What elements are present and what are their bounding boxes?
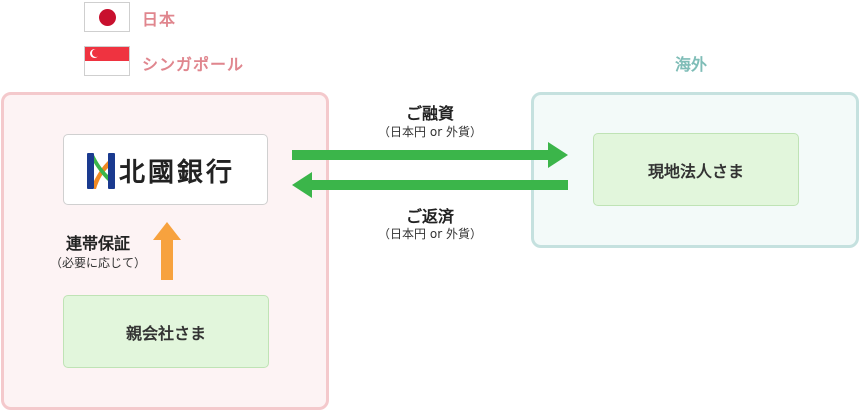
guarantee-note: （必要に応じて）: [49, 256, 146, 270]
subsidiary-label: 現地法人さま: [647, 161, 744, 181]
guarantee-arrow-icon: [153, 222, 181, 280]
guarantee-label: 連帯保証: [65, 234, 130, 253]
bank-box: 北國銀行: [63, 134, 268, 205]
singapore-flag-icon: [84, 46, 130, 76]
bank-logo-icon: [87, 153, 115, 189]
loan-label: ご融資: [405, 104, 454, 123]
bank-name: 北國銀行: [119, 158, 236, 188]
loan-arrow-icon: [292, 142, 568, 168]
legend-singapore-label: シンガポール: [142, 55, 245, 74]
repay-arrow-icon: [292, 172, 568, 198]
overseas-region-label: 海外: [675, 55, 708, 74]
repay-label: ご返済: [405, 207, 454, 226]
loan-currency-label: （日本円 or 外貨）: [378, 125, 482, 139]
parent-company-box: 親会社さま: [63, 295, 269, 368]
parent-company-label: 親会社さま: [125, 323, 206, 343]
repay-currency-label: （日本円 or 外貨）: [378, 227, 482, 241]
legend-japan-label: 日本: [142, 10, 177, 29]
japan-flag-icon: [84, 2, 130, 32]
subsidiary-box: 現地法人さま: [593, 133, 799, 206]
